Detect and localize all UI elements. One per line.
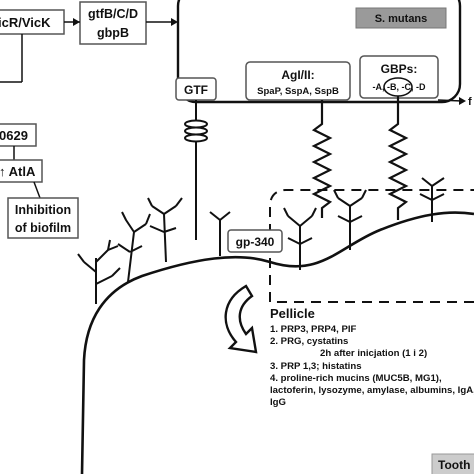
gp340-label: gp-340 [236,235,275,249]
pellicle-curved-arrow [224,284,258,354]
atla-label: ↑ AtlA [0,164,36,179]
inhibition-label-1: Inhibition [15,203,71,217]
tooth-label-box [431,453,474,474]
arrowhead [459,97,466,105]
inhibition-label-2: of biofilm [15,221,71,235]
pellicle-item: IgG [270,397,286,409]
agi-sublabel: SpaP, SspA, SspB [257,86,339,97]
pellicle-item: 2. PRG, cystatins [270,336,349,348]
edge-text: f [468,96,472,108]
gtf-label: GTF [184,83,208,97]
tooth-label: Tooth [438,458,470,472]
salivary-glycoproteins [77,177,445,304]
s-mutans-name: S. mutans [375,13,428,25]
gtf-genes-label: gtfB/C/D [88,7,138,21]
agi-adhesin [311,100,333,218]
pellicle-composition-list: 1. PRP3, PRP4, PIF 2. PRG, cystatins 2h … [270,324,474,409]
pellicle-item: 3. PRP 1,3; histatins [270,360,362,372]
smu0629-label: 0629 [0,128,28,143]
smu0629-box [0,123,37,147]
s-mutans-name-badge [355,7,447,29]
gbps-label: GBPs: [381,62,418,76]
pellicle-item: 1. PRP3, PRP4, PIF [270,324,357,335]
gbpb-label: gbpB [97,26,129,40]
pellicle-dashed-box [269,189,474,303]
pellicle-item: 2h after inicjation (1 i 2) [320,348,428,360]
gbps-variants: -A, -B, -C, -D [373,82,426,92]
gbps-out-arrow [437,99,463,102]
atla-to-inhibition-line [33,181,41,199]
vicrk-label: icR/VicK [0,15,51,30]
pellicle-item: lactoferin, lysozyme, amylase, albumins,… [270,385,474,397]
atla-box [0,159,43,183]
arrowhead [73,18,80,26]
gtf-genes-box [79,1,147,45]
arrowhead [171,18,178,26]
gbp-adhesin [387,96,409,220]
pellicle-title: Pellicle [270,306,315,321]
pellicle-item: 4. proline-rich mucins (MUC5B, MG1), [270,372,442,384]
inhibition-box [7,197,79,239]
agi-box [245,61,351,101]
gtf-adhesin [184,100,208,240]
agi-label: AgI/II: [281,68,314,82]
gp340-box [227,229,283,253]
